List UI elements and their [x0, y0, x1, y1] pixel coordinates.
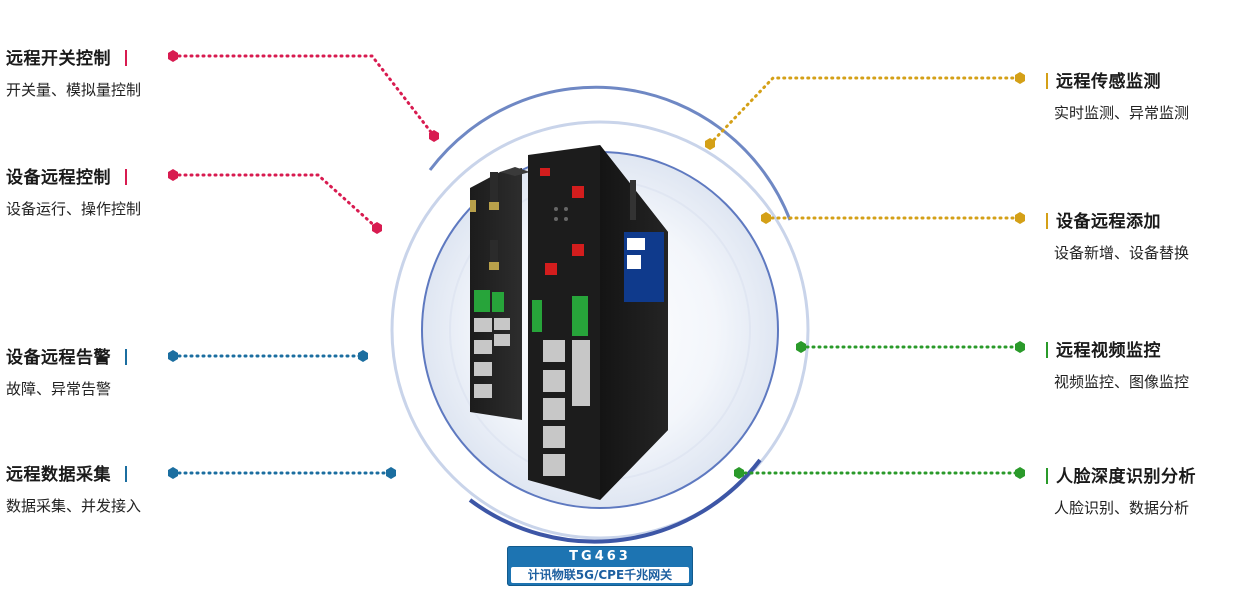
feature-remote-data-collection: 远程数据采集 数据采集、并发接入	[6, 460, 141, 516]
feature-title: 远程数据采集	[6, 465, 111, 485]
feature-title: 远程传感监测	[1056, 72, 1161, 92]
feature-title: 人脸深度识别分析	[1056, 467, 1196, 487]
connectors-left	[168, 50, 439, 479]
feature-subtitle: 人脸识别、数据分析	[1054, 499, 1190, 517]
feature-subtitle: 故障、异常告警	[6, 380, 112, 398]
outer-ring-accent	[428, 85, 792, 221]
outer-ring-accent-bottom	[468, 458, 762, 544]
gateway-device-right	[528, 145, 668, 500]
feature-remote-video-monitoring: 远程视频监控 视频监控、图像监控	[1046, 336, 1189, 392]
feature-device-remote-alarm: 设备远程告警 故障、异常告警	[6, 343, 127, 399]
feature-subtitle: 视频监控、图像监控	[1054, 373, 1190, 391]
product-model: TG463	[569, 549, 631, 564]
gateway-device-left	[470, 167, 530, 420]
feature-subtitle: 设备新增、设备替换	[1054, 244, 1190, 262]
feature-device-remote-control: 设备远程控制 设备运行、操作控制	[6, 163, 141, 219]
feature-remote-switch-control: 远程开关控制 开关量、模拟量控制	[6, 44, 141, 100]
outer-ring	[390, 120, 810, 540]
divider-bar	[1046, 73, 1048, 89]
feature-subtitle: 设备运行、操作控制	[6, 200, 142, 218]
feature-remote-sensor-monitoring: 远程传感监测 实时监测、异常监测	[1046, 67, 1189, 123]
feature-title: 设备远程添加	[1056, 212, 1161, 232]
divider-bar	[1046, 342, 1048, 358]
divider-bar	[125, 349, 127, 365]
product-name: 计讯物联5G/CPE千兆网关	[511, 567, 689, 583]
feature-subtitle: 实时监测、异常监测	[1054, 104, 1190, 122]
node-remote-switch	[168, 50, 178, 62]
product-badge: TG463 计讯物联5G/CPE千兆网关	[507, 546, 693, 586]
divider-bar	[125, 169, 127, 185]
feature-title: 设备远程告警	[6, 348, 111, 368]
feature-face-recognition-analysis: 人脸深度识别分析 人脸识别、数据分析	[1046, 462, 1196, 518]
feature-title: 远程开关控制	[6, 49, 111, 69]
feature-title: 远程视频监控	[1056, 341, 1161, 361]
divider-bar	[125, 50, 127, 66]
feature-subtitle: 数据采集、并发接入	[6, 497, 142, 515]
feature-device-remote-add: 设备远程添加 设备新增、设备替换	[1046, 207, 1189, 263]
feature-subtitle: 开关量、模拟量控制	[6, 81, 142, 99]
divider-bar	[125, 466, 127, 482]
divider-bar	[1046, 213, 1048, 229]
divider-bar	[1046, 468, 1048, 484]
feature-title: 设备远程控制	[6, 168, 111, 188]
connectors-right	[705, 72, 1025, 479]
